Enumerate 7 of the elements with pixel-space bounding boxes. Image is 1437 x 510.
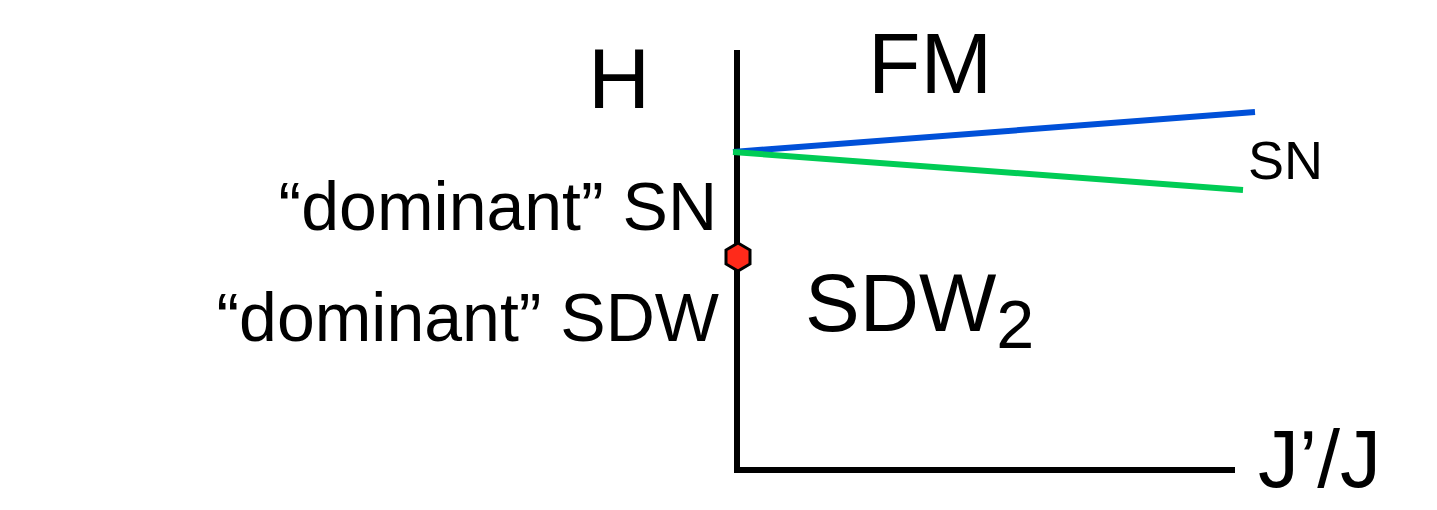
axis-label: H [588,35,651,121]
phase-label: SDW$_{2}$ [805,262,1035,359]
phase-label: FM [868,20,993,106]
phase-label: SN [1248,133,1323,187]
phase-label: “dominant” SN [278,172,717,240]
axis-label: J’/J [1258,418,1381,500]
phase-label: “dominant” SDW [216,283,719,351]
